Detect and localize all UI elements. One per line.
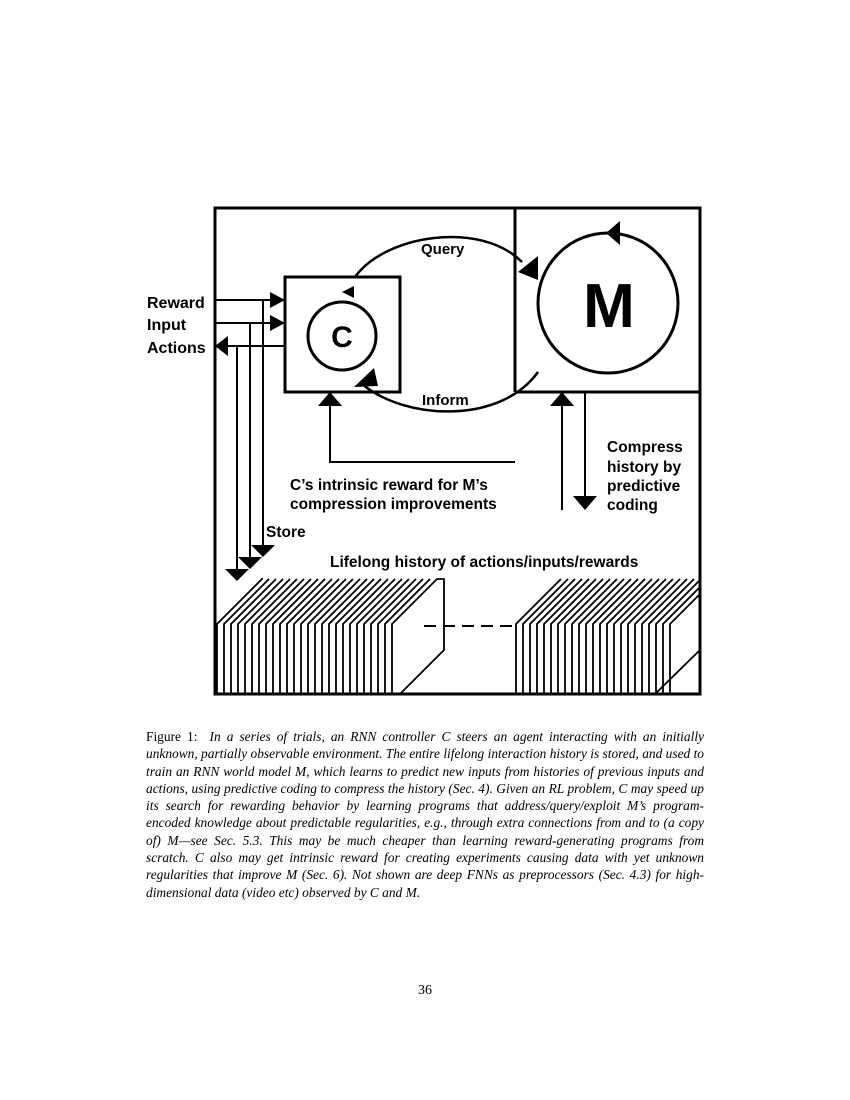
intrinsic-reward-label-line1: C’s intrinsic reward for M’s <box>290 477 488 494</box>
figure-caption: Figure 1: In a series of trials, an RNN … <box>146 728 704 901</box>
store-label: Store <box>266 524 306 541</box>
compress-label-line4: coding <box>607 497 658 514</box>
caption-prefix: Figure 1: <box>146 729 198 744</box>
compress-arrowhead-icon <box>573 496 597 510</box>
intrinsic-reward-label-line2: compression improvements <box>290 496 497 513</box>
to-model-arrowhead-icon <box>550 392 574 406</box>
caption-text: In a series of trials, an RNN controller… <box>146 729 704 900</box>
page-number: 36 <box>418 983 432 998</box>
inform-label: Inform <box>422 392 469 409</box>
model-label: M <box>583 272 635 341</box>
controller-loop-arrow-icon <box>342 286 354 298</box>
controller-label: C <box>331 321 353 354</box>
inform-arrowhead-icon <box>354 368 378 387</box>
history-stack-right <box>515 578 701 694</box>
actions-label: Actions <box>147 340 206 357</box>
store-arrowhead-icon-3 <box>225 569 249 581</box>
reward-label: Reward <box>147 295 205 312</box>
compress-label-line1: Compress <box>607 439 683 456</box>
controller-box <box>283 275 402 394</box>
controller-loop-circle <box>306 300 378 372</box>
model-loop-arrow-icon <box>606 221 620 245</box>
environment-frame <box>213 206 702 696</box>
query-arrowhead-icon <box>518 256 538 280</box>
input-label: Input <box>147 317 187 334</box>
compress-label-line3: predictive <box>607 478 681 495</box>
query-label: Query <box>421 241 465 258</box>
history-stack-left <box>216 578 445 694</box>
figure-diagram: Reward Input Actions C M Query Inform C’… <box>147 206 702 696</box>
actions-arrowhead-icon <box>215 336 228 356</box>
store-arrowhead-icon-2 <box>238 557 262 569</box>
intrinsic-reward-arrowhead-icon <box>318 392 342 406</box>
history-label: Lifelong history of actions/inputs/rewar… <box>330 554 638 571</box>
compress-label-line2: history by <box>607 459 681 476</box>
store-arrowhead-icon-1 <box>251 545 275 557</box>
